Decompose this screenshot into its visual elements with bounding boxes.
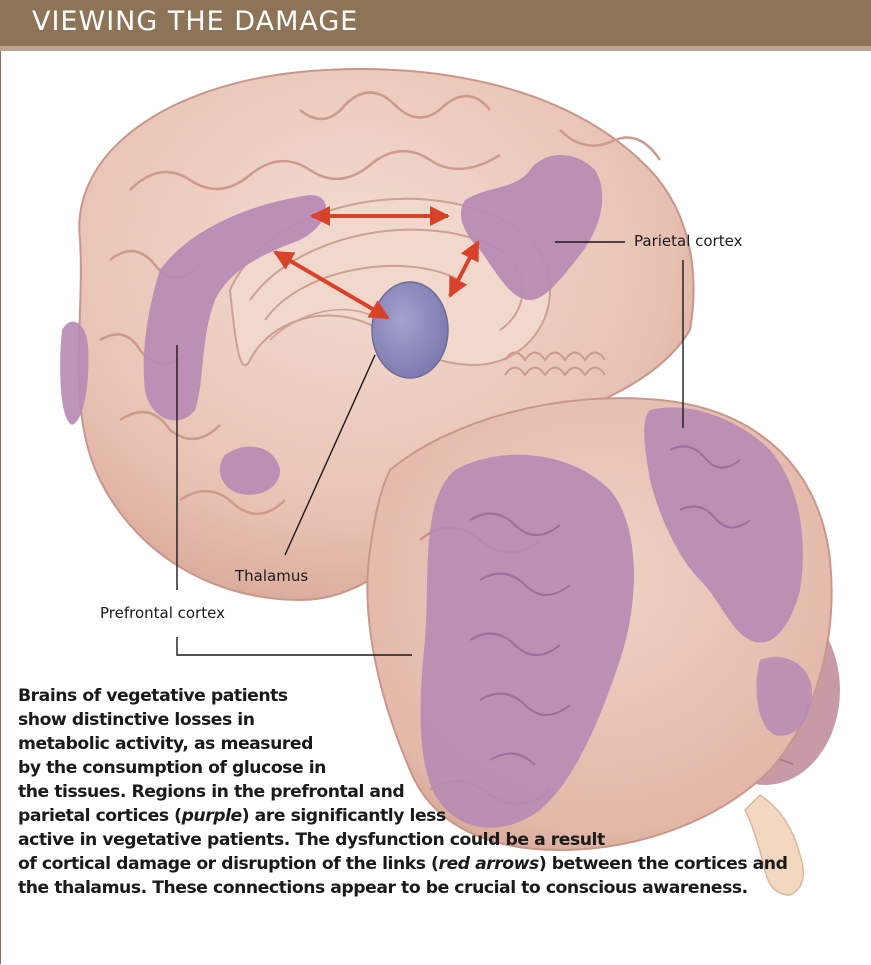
- caption-emphasis: purple: [182, 806, 242, 826]
- thalamus-region: [372, 282, 448, 378]
- caption-line: the tissues. Regions in the prefrontal a…: [18, 780, 787, 804]
- caption-emphasis: red arrows: [438, 854, 538, 874]
- caption-text: parietal cortices (: [18, 806, 182, 826]
- caption-line: metabolic activity, as measured: [18, 732, 787, 756]
- caption-line: Brains of vegetative patients: [18, 684, 787, 708]
- caption-line: by the consumption of glucose in: [18, 756, 787, 780]
- caption-text: ) are significantly less: [242, 806, 446, 826]
- label-thalamus: Thalamus: [235, 567, 308, 585]
- caption-line: show distinctive losses in: [18, 708, 787, 732]
- figure-caption: Brains of vegetative patients show disti…: [18, 684, 787, 900]
- caption-line: of cortical damage or disruption of the …: [18, 852, 787, 876]
- caption-text: of cortical damage or disruption of the …: [18, 854, 438, 874]
- caption-text: ) between the cortices and: [539, 854, 788, 874]
- caption-line: active in vegetative patients. The dysfu…: [18, 828, 787, 852]
- caption-line: the thalamus. These connections appear t…: [18, 876, 787, 900]
- label-parietal-cortex: Parietal cortex: [634, 232, 742, 250]
- caption-line: parietal cortices (purple) are significa…: [18, 804, 787, 828]
- label-prefrontal-cortex: Prefrontal cortex: [100, 604, 225, 622]
